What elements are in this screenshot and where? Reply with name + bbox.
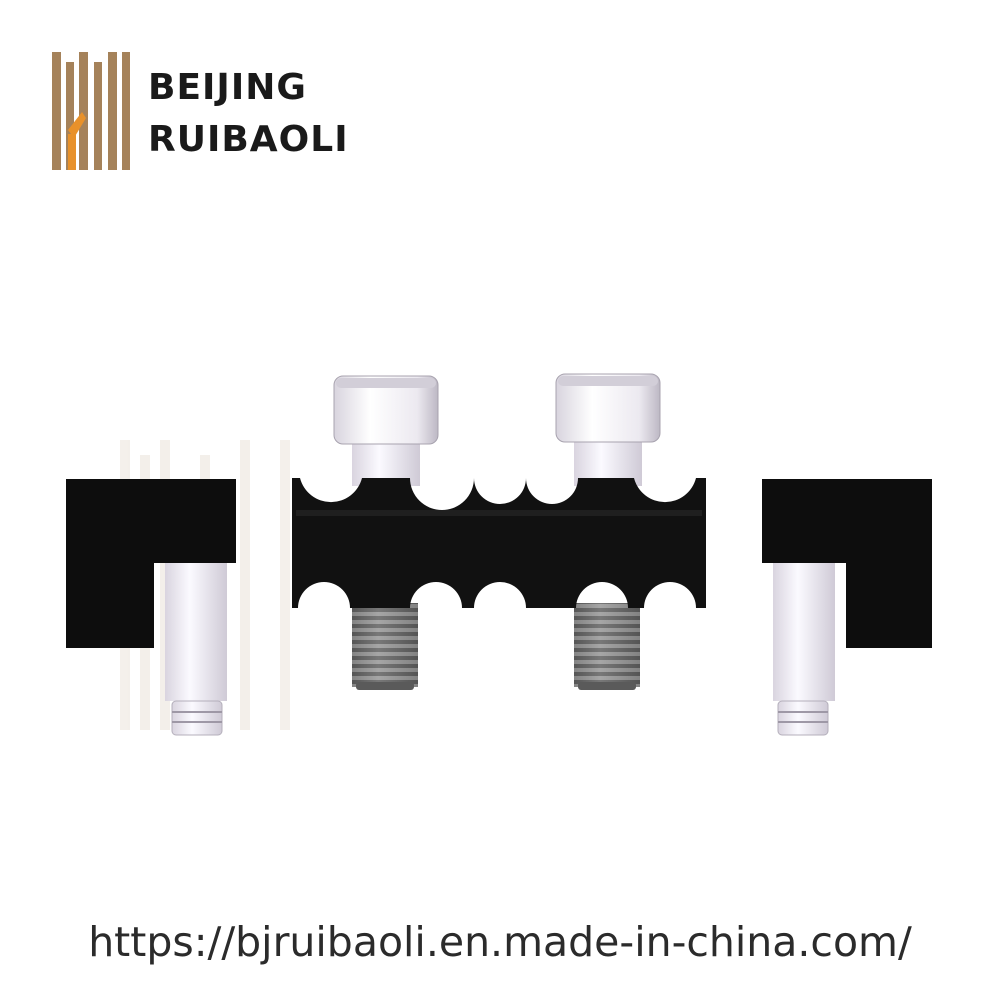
brand-logo: BEIJING RUIBAOLI <box>52 52 392 172</box>
bolt-thread-left <box>352 603 418 690</box>
bolt-thread-right <box>574 603 640 690</box>
brand-name-line2: RUIBAOLI <box>148 119 349 160</box>
right-bracket <box>762 479 932 648</box>
bolt-head-left <box>333 375 439 445</box>
gasket-body <box>292 478 706 608</box>
left-bracket <box>66 479 236 648</box>
left-pin <box>165 563 227 736</box>
right-pin <box>773 563 835 736</box>
footer-url[interactable]: https://bjruibaoli.en.made-in-china.com/ <box>88 918 912 966</box>
bolt-head-right <box>555 373 661 443</box>
brand-name-line1: BEIJING <box>148 67 307 108</box>
logo-mark-icon <box>52 52 130 170</box>
